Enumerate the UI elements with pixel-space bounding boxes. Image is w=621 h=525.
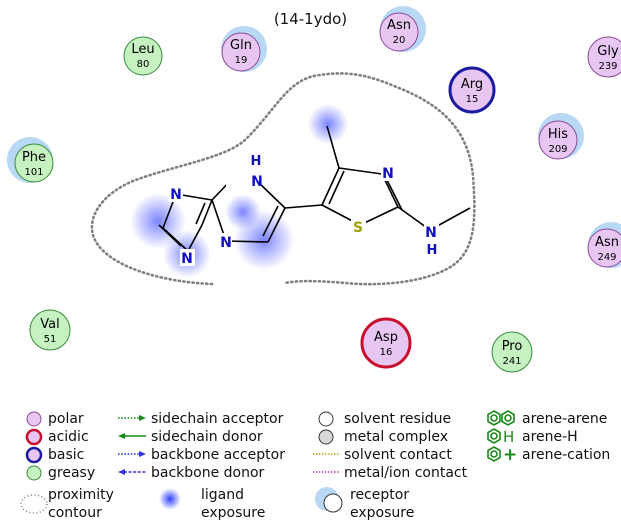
residue-number: 20 [393, 35, 406, 46]
residue-phe101: Phe 101 [7, 137, 54, 183]
residue-number: 15 [466, 94, 479, 105]
legend-receptor: receptor [350, 487, 410, 503]
legend-receptor-exposure: exposure [350, 505, 415, 521]
residue-gly239: Gly 239 [587, 36, 621, 78]
residue-name: Leu [131, 42, 154, 57]
residue-val51: Val 51 [29, 309, 71, 351]
residue-name: His [548, 127, 568, 142]
residue-asp16: Asp 16 [360, 317, 412, 369]
ligand-atom: H [251, 154, 262, 169]
legend-solvent-contact: solvent contact [344, 447, 452, 463]
ligand-atoms: H N N N N N S N H [168, 154, 439, 267]
ligand-exposure [130, 193, 186, 249]
residue-arg15: Arg 15 [448, 66, 496, 114]
residue-his209: His 209 [538, 113, 584, 160]
legend-ligand-exposure: exposure [201, 505, 266, 521]
greasy-swatch [26, 465, 42, 481]
residue-name: Asn [387, 18, 411, 33]
residue-name: Asp [374, 330, 398, 345]
ligand-exposure-group [130, 104, 348, 278]
diagram-title: (14-1ydo) [273, 10, 348, 28]
arrow-symbols [118, 415, 146, 475]
ligand-atom: N [382, 166, 394, 182]
residue-name: Gln [230, 38, 252, 53]
residue-number: 239 [598, 61, 617, 72]
metal-complex-swatch [318, 429, 334, 445]
residue-name: Asn [595, 235, 619, 250]
ligand-atom: N [251, 174, 263, 190]
basic-swatch [25, 446, 43, 464]
legend-arene-cation: arene-cation [522, 447, 611, 463]
legend-contour: contour [48, 505, 102, 521]
legend-sidechain-donor: sidechain donor [151, 429, 263, 445]
residue-number: 241 [502, 356, 521, 367]
legend-basic: basic [48, 447, 85, 463]
residue-number: 51 [44, 334, 57, 345]
legend-acidic: acidic [48, 429, 89, 445]
residue-asn249: Asn 249 [587, 222, 621, 268]
ligand-bonds [158, 125, 471, 252]
arene-h-symbol: H [503, 428, 514, 446]
arene-symbols [487, 410, 515, 462]
residue-number: 209 [548, 144, 567, 155]
residue-number: 19 [235, 55, 248, 66]
polar-swatch [26, 411, 42, 427]
residues: Leu 80 Gln 19 Asn 20 Gly 239 [7, 6, 621, 373]
legend-greasy: greasy [48, 465, 96, 481]
legend: H + polar acidic basic greasy proximity … [0, 400, 621, 525]
legend-metal-complex: metal complex [344, 429, 448, 445]
residue-name: Arg [461, 77, 483, 92]
legend-polar: polar [48, 411, 84, 427]
residue-number: 16 [380, 347, 393, 358]
residue-asn20: Asn 20 [379, 6, 426, 52]
residue-name: Pro [502, 339, 523, 354]
legend-arene-h: arene-H [522, 429, 578, 445]
ligand-atom: N [425, 225, 437, 241]
residue-number: 80 [137, 59, 150, 70]
residue-number: 101 [24, 167, 43, 178]
legend-solvent-residue: solvent residue [344, 411, 452, 427]
ligand-atom: N [181, 251, 193, 267]
solvent-residue-swatch [318, 411, 334, 427]
ligand-exposure-swatch [159, 488, 181, 510]
legend-proximity: proximity [48, 487, 114, 503]
ligand-atom: H [427, 243, 438, 258]
ligand-exposure [308, 104, 348, 144]
legend-sidechain-acceptor: sidechain acceptor [151, 411, 284, 427]
ligand-exposure [225, 194, 261, 230]
arene-cation-symbol: + [503, 445, 517, 465]
residue-name: Val [40, 317, 59, 332]
legend-metal-ion-contact: metal/ion contact [344, 465, 468, 481]
legend-arene-arene: arene-arene [522, 411, 608, 427]
interaction-canvas: H N N N N N S N H Leu 80 [7, 6, 621, 373]
residue-name: Gly [597, 44, 619, 59]
ligand-atom: S [353, 220, 363, 236]
residue-number: 249 [597, 252, 616, 263]
proximity-contour-swatch [20, 494, 48, 514]
acidic-swatch [25, 428, 43, 446]
legend-symbols: H + [20, 410, 517, 514]
residue-name: Phe [22, 150, 46, 165]
legend-backbone-acceptor: backbone acceptor [151, 447, 285, 463]
ligand-atom: N [170, 187, 182, 203]
proximity-contour [90, 72, 476, 286]
residue-leu80: Leu 80 [123, 36, 163, 76]
legend-ligand: ligand [201, 487, 245, 503]
residue-pro241: Pro 241 [491, 331, 533, 373]
legend-backbone-donor: backbone donor [151, 465, 265, 481]
receptor-exposure-swatch [323, 493, 343, 513]
ligand-atom: N [220, 235, 232, 251]
residue-gln19: Gln 19 [221, 26, 267, 72]
